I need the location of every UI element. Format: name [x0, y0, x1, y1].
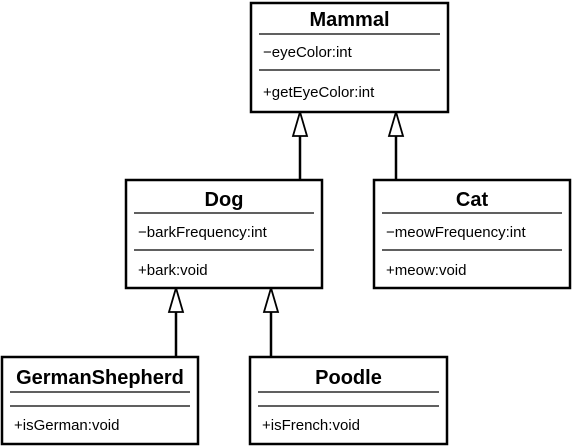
class-germanshepherd-method: +isGerman:void: [14, 417, 119, 434]
inheritance-germanshepherd-to-dog: [167, 284, 185, 357]
class-mammal-name: Mammal: [309, 9, 389, 31]
inheritance-arrowhead-icon: [167, 284, 185, 313]
class-dog: Dog −barkFrequency:int +bark:void: [124, 178, 324, 290]
inheritance-poodle-to-dog: [262, 284, 280, 357]
inheritance-arrowhead-icon: [387, 108, 405, 137]
inheritance-arrowhead-icon: [291, 108, 309, 137]
class-poodle-method: +isFrench:void: [262, 417, 360, 434]
class-poodle-name: Poodle: [315, 367, 382, 389]
class-poodle: Poodle +isFrench:void: [248, 355, 449, 446]
class-cat-name: Cat: [456, 189, 489, 211]
class-dog-attribute: −barkFrequency:int: [138, 224, 268, 241]
class-mammal-attribute: −eyeColor:int: [263, 44, 353, 61]
class-germanshepherd: GermanShepherd +isGerman:void: [0, 355, 200, 446]
class-mammal: Mammal −eyeColor:int +getEyeColor:int: [249, 1, 450, 114]
class-dog-method: +bark:void: [138, 262, 208, 279]
class-germanshepherd-name: GermanShepherd: [16, 367, 184, 389]
inheritance-dog-to-mammal: [291, 108, 309, 180]
inheritance-arrowhead-icon: [262, 284, 280, 313]
inheritance-cat-to-mammal: [387, 108, 405, 180]
class-mammal-method: +getEyeColor:int: [263, 84, 375, 101]
class-cat: Cat −meowFrequency:int +meow:void: [372, 178, 572, 290]
class-cat-attribute: −meowFrequency:int: [386, 224, 526, 241]
class-dog-name: Dog: [205, 189, 244, 211]
class-cat-method: +meow:void: [386, 262, 466, 279]
